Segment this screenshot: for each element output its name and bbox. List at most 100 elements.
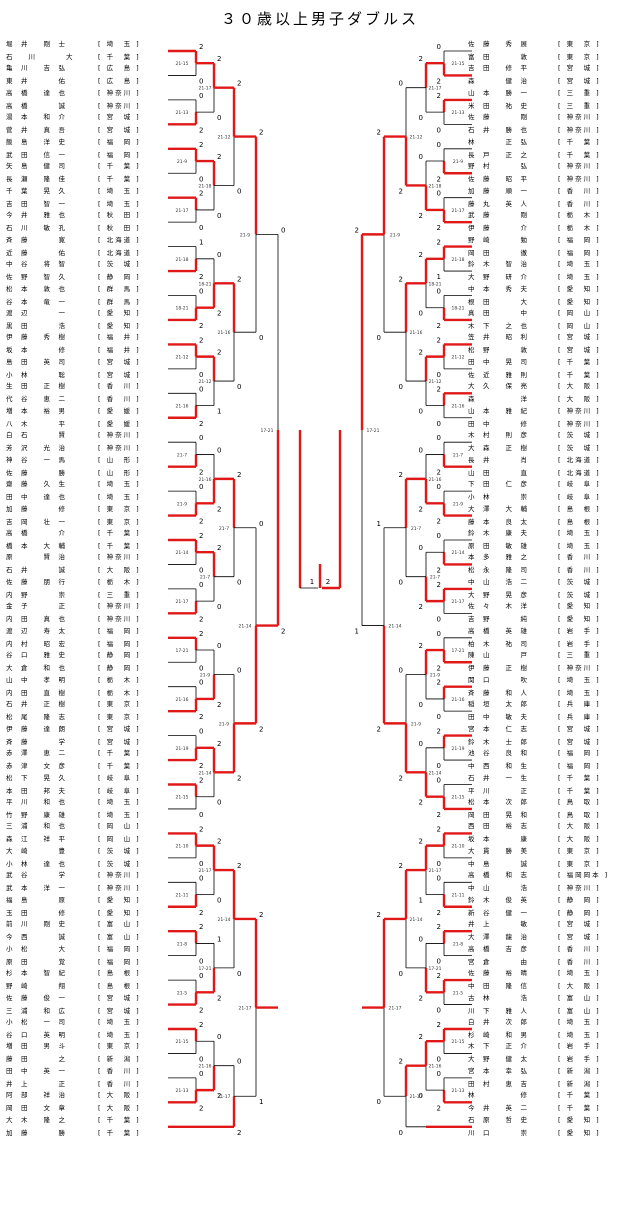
score: 1	[437, 273, 441, 281]
prefecture: [ 神奈川 ]	[98, 553, 141, 562]
player-name: 内 田 直 樹	[6, 688, 66, 697]
prefecture: [ 宮 城 ]	[98, 126, 141, 135]
prefecture: [ 三 重 ]	[558, 651, 601, 660]
set-score: 21-14	[409, 917, 422, 923]
set-score: 21-19	[451, 746, 464, 752]
prefecture: [ 静 岡 ]	[98, 273, 141, 282]
player-name: 飯 島 洋 史	[6, 137, 66, 146]
set-score: 21-9	[200, 672, 210, 678]
score: 2	[399, 774, 403, 782]
prefecture: [ 三 重 ]	[558, 88, 601, 97]
player-name: 小 林 崇	[468, 493, 528, 502]
score: 2	[199, 322, 203, 330]
set-score: 21-14	[451, 550, 464, 556]
player-name: 伊 藤 秀 樹	[6, 333, 66, 342]
prefecture: [ 埼 玉 ]	[98, 199, 141, 208]
prefecture: [ 神奈川 ]	[558, 884, 601, 893]
prefecture: [ 大 阪 ]	[98, 1104, 141, 1113]
prefecture: [ 栃 木 ]	[558, 211, 601, 220]
score: 0	[237, 1058, 241, 1066]
score: 2	[419, 1033, 423, 1041]
prefecture: [ 静 岡 ]	[98, 651, 141, 660]
player-name: 大 崎 豊	[6, 846, 66, 855]
player-name: 島 田 英 司	[6, 357, 66, 366]
player-name: 笠 井 昭 利	[468, 333, 528, 342]
player-name: 代 谷 恵 二	[6, 395, 66, 404]
prefecture: [ 宮 城 ]	[558, 724, 601, 733]
score: 0	[199, 175, 203, 183]
player-name: 伊 藤 達 朗	[6, 724, 66, 733]
prefecture: [ 栃 木 ]	[98, 577, 141, 586]
player-name: 山 中 孝 明	[6, 675, 66, 684]
score: 2	[377, 911, 381, 919]
player-name: 吉 田 智 一	[6, 199, 66, 208]
set-score: 21-5	[453, 990, 463, 996]
prefecture: [ 茨 城 ]	[558, 590, 601, 599]
set-score: 21-16	[175, 697, 188, 703]
player-name: 山 本 雅 紀	[468, 406, 528, 415]
score: 2	[199, 630, 203, 638]
set-score: 21-12	[451, 355, 464, 361]
set-score: 21-13	[175, 110, 188, 116]
prefecture: [ 岡 山 ]	[558, 321, 601, 330]
player-name: 大 野 健 太	[468, 1055, 528, 1064]
score: 0	[377, 1098, 381, 1106]
prefecture: [ 福 岡 ]	[558, 762, 601, 771]
prefecture: [ 神奈川 ]	[558, 175, 601, 184]
score: 0	[437, 532, 441, 540]
player-name: 生 田 正 樹	[6, 382, 66, 391]
score: 0	[437, 126, 441, 134]
score: 0	[199, 224, 203, 232]
prefecture: [ 宮 城 ]	[98, 113, 141, 122]
prefecture: [ 福 岡 ]	[98, 944, 141, 953]
score: 2	[437, 518, 441, 526]
score: 2	[437, 566, 441, 574]
player-name: 佐 藤 剛	[468, 113, 528, 122]
prefecture: [ 岡 山 ]	[98, 822, 141, 831]
score: 0	[419, 740, 423, 748]
player-name: 真 田 中	[468, 308, 528, 317]
prefecture: [ 富 山 ]	[558, 993, 601, 1002]
score: 1	[259, 1098, 263, 1106]
score: 0	[199, 385, 203, 393]
score: 2	[199, 420, 203, 428]
score: 0	[437, 615, 441, 623]
score: 0	[199, 958, 203, 966]
score: 2	[437, 679, 441, 687]
prefecture: [ 愛 知 ]	[98, 895, 141, 904]
prefecture: [ 神奈川 ]	[558, 406, 601, 415]
score: 2	[437, 469, 441, 477]
player-name: 高 橋 英 雄	[468, 626, 528, 635]
prefecture: [ 栃 木 ]	[98, 675, 141, 684]
prefecture: [ 香 川 ]	[98, 382, 141, 391]
prefecture: [ 静 岡 ]	[558, 895, 601, 904]
prefecture: [ 香 川 ]	[98, 1079, 141, 1088]
set-score: 21-18	[428, 183, 441, 189]
prefecture: [ 富 山 ]	[98, 920, 141, 929]
player-name: 岡 田 文 章	[6, 1104, 66, 1113]
prefecture: [ 島 根 ]	[98, 969, 141, 978]
set-score: 21-16	[198, 1064, 211, 1070]
score: 0	[199, 483, 203, 491]
set-score: 21-10	[451, 844, 464, 850]
score: 0	[399, 579, 403, 587]
player-name: 菅 井 真 吾	[6, 126, 66, 135]
player-name: 今 井 雅 也	[6, 211, 66, 220]
prefecture: [ 東 京 ]	[98, 700, 141, 709]
score: 2	[437, 92, 441, 100]
set-score: 21-17	[451, 599, 464, 605]
score: 0	[419, 114, 423, 122]
prefecture: [ 福 岡 ]	[98, 957, 141, 966]
player-name: 佐 々 木 洋	[468, 602, 528, 611]
player-name: 松 本 敦 也	[6, 284, 66, 293]
score: 2	[399, 862, 403, 870]
prefecture: [ 千 葉 ]	[98, 1128, 141, 1137]
score: 2	[437, 322, 441, 330]
score: 2	[199, 825, 203, 833]
player-name: 神 谷 一 馬	[6, 455, 66, 464]
set-score: 21-9	[177, 501, 187, 507]
player-name: 本 田 邦 夫	[6, 786, 66, 795]
score: 0	[437, 958, 441, 966]
set-score: 21-5	[177, 990, 187, 996]
score: 1	[377, 520, 381, 528]
